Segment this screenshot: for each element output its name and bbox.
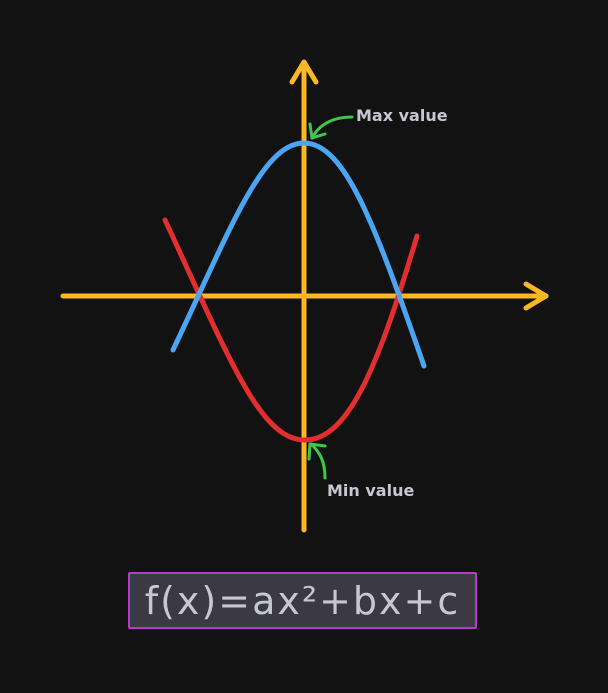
min-value-arrow <box>307 442 327 480</box>
x-axis-arrowhead <box>523 281 549 311</box>
min-value-label: Min value <box>327 481 414 500</box>
upward-parabola-curve <box>162 217 420 443</box>
downward-parabola-curve <box>170 140 427 369</box>
y-axis-arrowhead <box>289 59 319 85</box>
quadratic-formula: f(x)=ax²+bx+c <box>144 578 461 623</box>
formula-box: f(x)=ax²+bx+c <box>128 572 477 629</box>
max-value-arrow <box>308 115 354 140</box>
max-value-label: Max value <box>356 106 448 125</box>
